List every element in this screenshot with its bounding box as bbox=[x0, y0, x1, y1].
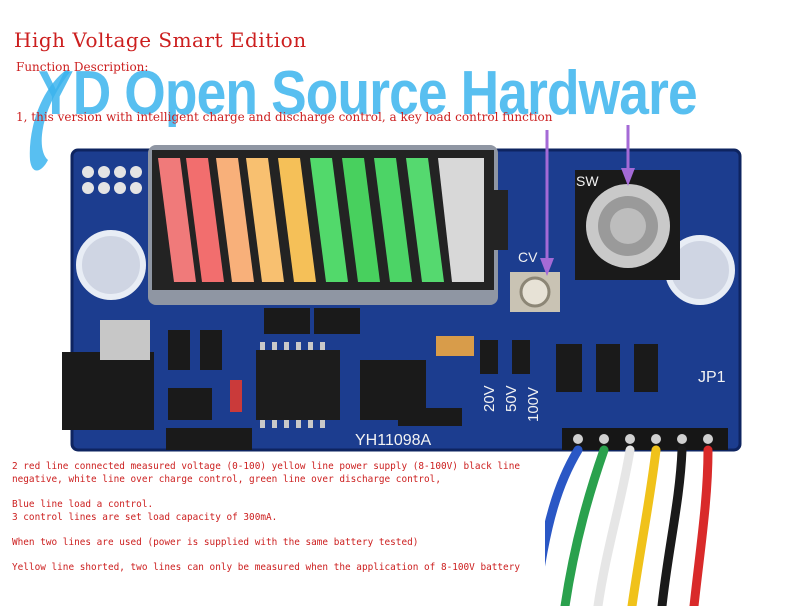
battery-display bbox=[148, 145, 508, 305]
note-yellow-line: Yellow line shorted, two lines can only … bbox=[12, 562, 520, 573]
function-item-1: 1, this version with intelligent charge … bbox=[16, 110, 553, 124]
regulator-chip bbox=[62, 352, 154, 430]
potentiometer bbox=[510, 272, 560, 312]
push-button-switch bbox=[575, 170, 680, 280]
watermark-logo-icon bbox=[29, 70, 70, 171]
watermark-text: YD Open Source Hardware bbox=[38, 59, 698, 128]
note-blue-line: Blue line load a control. bbox=[12, 499, 154, 510]
board-model-label: YH11098A bbox=[355, 432, 432, 449]
jp1-label: JP1 bbox=[698, 369, 726, 386]
mounting-hole-left bbox=[76, 230, 146, 300]
function-description-heading: Function Description: bbox=[16, 60, 149, 74]
pointer-arrows bbox=[540, 125, 635, 276]
main-ic bbox=[256, 350, 340, 420]
sw-label: SW bbox=[576, 173, 599, 189]
wiring-notes: 2 red line connected measured voltage (0… bbox=[12, 460, 532, 586]
cv-label: CV bbox=[518, 249, 538, 265]
note-two-lines: When two lines are used (power is suppli… bbox=[12, 537, 419, 548]
wires bbox=[530, 445, 713, 606]
v20-label: 20V bbox=[481, 385, 498, 412]
page-title: High Voltage Smart Edition bbox=[14, 28, 307, 52]
v100-label: 100V bbox=[525, 387, 542, 422]
note-load-capacity: 3 control lines are set load capacity of… bbox=[12, 512, 278, 523]
v50-label: 50V bbox=[503, 385, 520, 412]
pin-header bbox=[562, 428, 728, 450]
pads-top-left bbox=[82, 166, 142, 194]
note-wire-colors: 2 red line connected measured voltage (0… bbox=[12, 461, 520, 485]
